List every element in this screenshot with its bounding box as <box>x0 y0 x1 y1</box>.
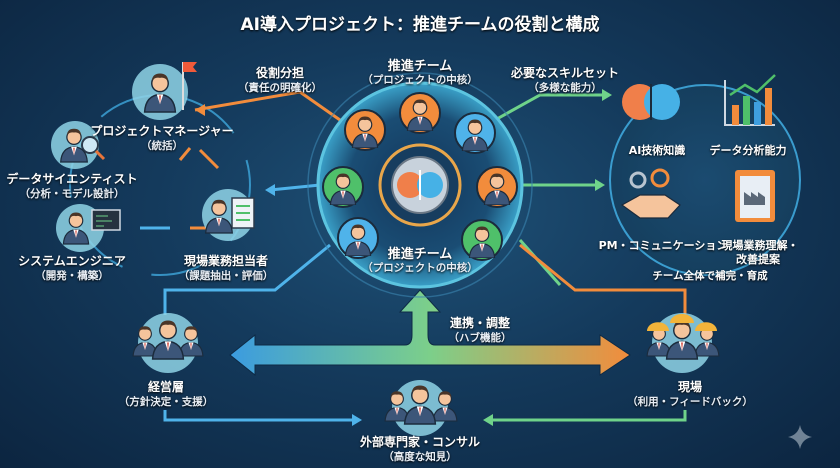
core-team-inner-label: 推進チーム <box>387 247 453 262</box>
stakeholder-field-label: 現場 <box>677 380 703 394</box>
roles-heading-sub: （責任の明確化） <box>238 82 322 94</box>
sparkle-icon <box>788 425 812 449</box>
avatar <box>399 92 441 134</box>
role-field-staff-sub: （課題抽出・評価） <box>178 270 274 282</box>
role-field-staff-label: 現場業務担当者 <box>183 254 269 268</box>
team-member-avatars <box>322 92 518 261</box>
skill-pm-label: PM・コミュニケーション <box>598 239 728 252</box>
core-team-inner-sub: （プロジェクトの中核） <box>362 262 478 274</box>
skills-circle <box>609 84 801 276</box>
avatar <box>322 166 364 208</box>
stakeholder-expert-sub: （高度な知見） <box>383 451 457 463</box>
role-engineer-sub: （開発・構築） <box>35 270 109 282</box>
role-pm-sub: （統括） <box>141 140 183 152</box>
computer-icon <box>91 209 121 231</box>
field-to-expert <box>490 410 687 422</box>
checklist-icon <box>231 197 255 229</box>
field-link <box>519 243 687 315</box>
skill-ai-label: AI技術知識 <box>628 144 686 157</box>
avatar <box>454 112 496 154</box>
stakeholder-expert-label: 外部専門家・コンサル <box>359 435 481 449</box>
gear-brain-icon <box>391 156 449 214</box>
skills-heading: 必要なスキルセット <box>510 66 620 80</box>
role-data-scientist-label: データサイエンティスト <box>6 172 138 186</box>
core-team-label: 推進チーム <box>387 59 453 74</box>
core-team-sub: （プロジェクトの中核） <box>362 74 478 86</box>
avatar <box>337 217 379 259</box>
field-workers-icon <box>646 314 720 360</box>
skills-heading-sub: （多様な能力） <box>528 82 602 94</box>
hub-sub: （ハブ機能） <box>448 332 512 344</box>
hub-label: 連携・調整 <box>449 316 511 330</box>
clipboard-factory-icon <box>735 170 775 222</box>
roles-connector-2 <box>269 183 321 192</box>
stakeholder-exec-sub: （方針決定・支援） <box>118 396 214 408</box>
role-data-scientist-sub: （分析・モデル設計） <box>19 188 125 200</box>
magnifier-icon <box>81 136 106 161</box>
skill-data-label: データ分析能力 <box>709 144 787 157</box>
roles-cycle-ring <box>69 94 251 276</box>
avatar <box>344 109 386 151</box>
skills-footer: チーム全体で補完・育成 <box>652 270 768 282</box>
skill-field-label-2: 改善提案 <box>736 253 780 266</box>
bar-chart-icon <box>724 74 776 126</box>
page-title: AI導入プロジェクト：推進チームの役割と構成 <box>240 15 600 35</box>
avatar <box>461 219 503 261</box>
role-pm-label: プロジェクトマネージャー <box>90 124 234 138</box>
roles-connector <box>194 90 341 122</box>
stakeholder-exec-label: 経営層 <box>147 380 185 394</box>
handshake-icon <box>620 168 681 219</box>
avatar <box>476 166 518 208</box>
skill-field-label: 現場業務理解・ <box>721 239 799 252</box>
stakeholder-field-sub: （利用・フィードバック） <box>627 396 753 408</box>
flag-icon <box>182 62 197 110</box>
roles-heading: 役割分担 <box>255 66 305 80</box>
exec-link <box>163 243 331 315</box>
role-engineer-label: システムエンジニア <box>18 254 126 268</box>
hub-arrow <box>229 289 631 377</box>
skills-connector <box>494 93 605 122</box>
brain-icon <box>622 84 680 120</box>
exec-to-expert <box>163 410 355 422</box>
